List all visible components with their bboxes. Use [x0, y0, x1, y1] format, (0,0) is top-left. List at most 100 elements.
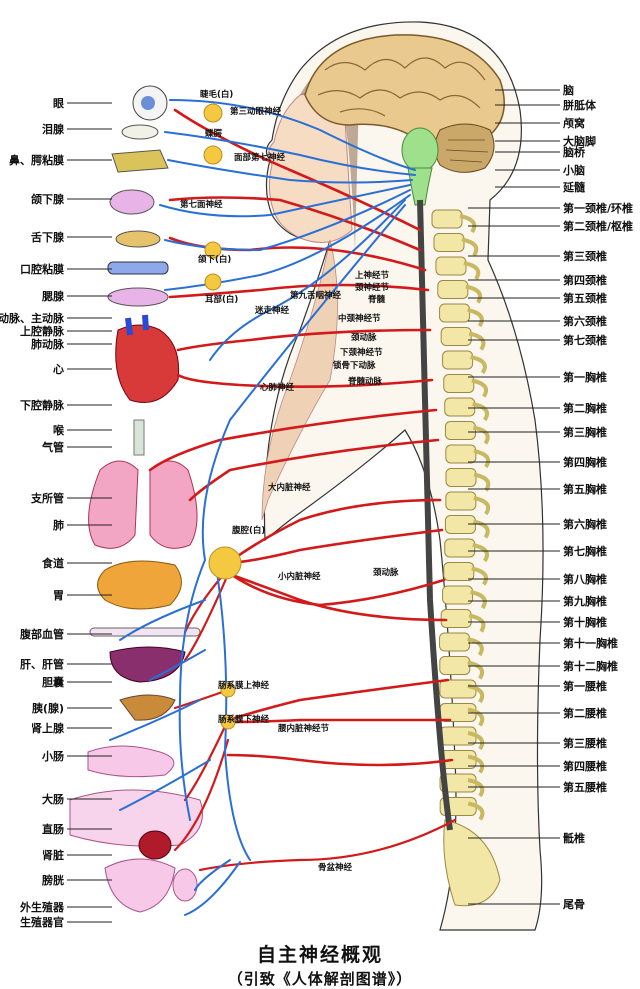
organ-label: 口腔粘膜: [20, 262, 64, 276]
organ-label: 心: [53, 363, 64, 376]
spine-label: 第六颈椎: [563, 314, 607, 328]
organ-label: 腮腺: [41, 289, 65, 303]
figure-source: （引致《人体解剖图谱》）: [227, 970, 413, 988]
spine-label: 第十二胸椎: [563, 659, 618, 673]
parasympathetic-nerve: [164, 131, 416, 176]
sympathetic-nerve: [173, 108, 422, 232]
sympathetic-nerve: [230, 498, 442, 562]
nerve-label: 肠系膜下神经: [217, 714, 270, 725]
sympathetic-nerve: [176, 373, 434, 388]
vertebra: [440, 327, 472, 346]
organ-label: 肾脏: [42, 848, 64, 862]
spine-label: 第二胸椎: [563, 401, 607, 415]
organ-label: 小肠: [41, 749, 64, 763]
nerve-labels: 睫毛(白)第三动眼神经蝶腭面部第七神经第七面神经颌下(白)耳部(白)第九舌咽神经…: [180, 89, 399, 873]
organ-label: 肺动脉: [31, 337, 65, 351]
vertebral-process: [467, 754, 485, 774]
sympathetic-nerve: [183, 718, 230, 802]
vertebra: [445, 444, 477, 464]
spine-label: 第五胸椎: [563, 482, 607, 496]
spine-label: 第十一胸椎: [563, 636, 618, 650]
vertebra: [443, 562, 475, 581]
vertebra: [439, 303, 471, 323]
organ-label: 气管: [41, 440, 64, 454]
nerve-label: 颈神经节: [354, 282, 390, 293]
vertebral-process: [468, 613, 486, 633]
vertebral-process: [467, 308, 484, 328]
spine-label: 第六胸椎: [563, 517, 607, 531]
sympathetic-nerve: [148, 408, 438, 472]
spine-label: 第一腰椎: [563, 679, 607, 693]
organ-label: 支所管: [30, 491, 64, 505]
parasympathetic-nerve: [194, 859, 231, 891]
parasympathetic-nerve: [201, 204, 406, 561]
ganglion: [203, 145, 223, 165]
sympathetic-nerve: [173, 688, 230, 710]
ganglion: [220, 682, 236, 698]
organ-label: 眼: [53, 97, 64, 110]
spinal-cord: [417, 199, 453, 831]
spine-label: 尾骨: [562, 898, 585, 911]
spine-label: 颅窝: [563, 116, 585, 130]
vertebral-process: [463, 261, 481, 281]
organ-label: 鼻、腭粘膜: [9, 153, 64, 167]
spine-label: 第四胸椎: [563, 455, 607, 469]
nerve-label: 中颈神经节: [338, 313, 381, 324]
sympathetic-nerve: [226, 678, 450, 722]
nerve-label: 颈动脉: [350, 332, 377, 343]
nerve-label: 小内脏神经: [277, 571, 321, 582]
vertebral-process: [467, 707, 485, 727]
organ-label: 舌下腺: [31, 230, 65, 244]
nerve-label: 脊髓: [367, 294, 386, 305]
spine-label: 第二颈椎/枢椎: [563, 219, 633, 233]
vertebra: [435, 256, 467, 276]
vertebra: [445, 468, 477, 487]
organ-label: 生殖器官: [20, 915, 64, 929]
sympathetic-nerve: [226, 753, 454, 767]
vertebral-process: [468, 331, 486, 351]
body-silhouette: [261, 21, 544, 931]
parasympathetic-nerve: [184, 861, 241, 916]
nerve-label: 上神经节: [355, 270, 390, 281]
sympathetic-nerve: [230, 573, 448, 622]
vertebra: [439, 726, 477, 746]
nerve-label: 心肺神经: [260, 382, 295, 393]
ganglion: [204, 241, 222, 259]
nerve-label: 耳部(白): [205, 294, 238, 305]
vertebral-process: [470, 590, 487, 610]
nerve-label: 下颈神经节: [340, 347, 383, 358]
vertebral-process: [465, 284, 483, 304]
nerve-label: 蝶腭: [205, 128, 223, 139]
nerve-pathways: [109, 99, 457, 916]
parasympathetic-nerve: [119, 599, 206, 641]
vertebra: [444, 538, 476, 558]
vertebral-process: [467, 801, 485, 821]
vertebral-column: [431, 209, 501, 907]
organ-label: 大动脉、主动脉: [0, 311, 65, 325]
organ-label: 泪腺: [42, 122, 65, 136]
vertebral-process: [472, 519, 490, 539]
vertebral-process: [467, 660, 485, 680]
vertebral-process: [470, 355, 487, 375]
vertebra: [445, 491, 477, 511]
nerve-label: 肠系膜上神经: [217, 680, 270, 691]
organ-label: 上腔静脉: [20, 324, 65, 338]
vertebral-process: [459, 214, 477, 234]
sympathetic-nerve: [188, 438, 440, 502]
spine-label: 第三颈椎: [563, 249, 607, 263]
vertebral-process: [467, 731, 485, 751]
vertebra: [442, 350, 474, 370]
spine-label: 第一颈椎/环椎: [563, 201, 633, 215]
vertebral-process: [471, 566, 489, 586]
organ-labels: 眼泪腺鼻、腭粘膜颌下腺舌下腺口腔粘膜腮腺大动脉、主动脉上腔静脉肺动脉心下腔静脉喉…: [0, 97, 112, 929]
figure-title: 自主神经概观: [256, 944, 383, 966]
parasympathetic-nerve: [109, 699, 201, 741]
vertebra: [433, 233, 465, 252]
parasympathetic-nerve: [214, 559, 251, 861]
ganglion: [220, 714, 236, 730]
nerve-label: 脊髓动脉: [347, 376, 383, 387]
organ-label: 肾上腺: [31, 721, 65, 735]
vertebra: [442, 585, 474, 605]
vertebral-process: [467, 637, 484, 657]
parasympathetic-nerve: [149, 649, 206, 681]
